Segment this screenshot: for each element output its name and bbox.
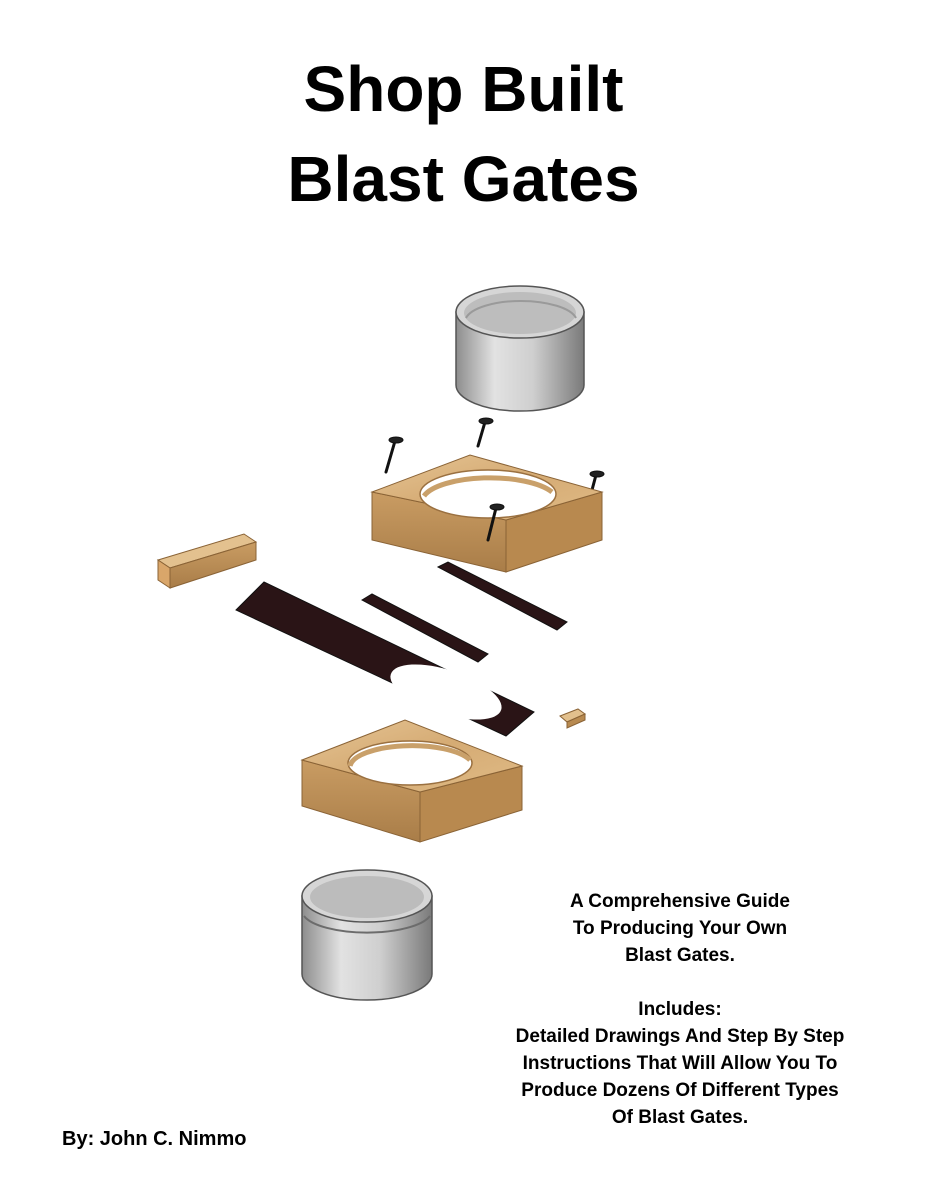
desc-line-4: Includes: <box>638 999 722 1020</box>
gate-rail-lower <box>360 593 489 663</box>
wood-stop-block <box>156 533 258 589</box>
desc-line-5: Detailed Drawings And Step By Step <box>515 1026 845 1047</box>
bottom-wood-frame <box>300 719 524 843</box>
author-credit: By: John C. Nimmo <box>62 1128 247 1150</box>
screw <box>476 417 494 448</box>
desc-line-2: To Producing Your Own <box>572 918 788 939</box>
bottom-pipe <box>301 869 433 1001</box>
small-dowel <box>559 708 587 729</box>
cover-title: Shop Built Blast Gates <box>0 44 927 224</box>
desc-line-1: A Comprehensive Guide <box>570 891 790 912</box>
title-line-1: Shop Built <box>303 53 624 125</box>
desc-spacer <box>430 969 927 996</box>
top-wood-frame <box>370 454 604 573</box>
desc-line-6: Instructions That Will Allow You To <box>522 1053 838 1074</box>
gate-rail-upper <box>436 561 568 631</box>
screw <box>486 503 505 542</box>
top-pipe <box>455 285 585 412</box>
screw <box>384 436 404 474</box>
desc-line-8: Of Blast Gates. <box>611 1107 749 1128</box>
gate-plate <box>235 581 535 737</box>
desc-line-7: Produce Dozens Of Different Types <box>521 1080 839 1101</box>
title-line-2: Blast Gates <box>287 143 640 215</box>
desc-line-3: Blast Gates. <box>625 945 735 966</box>
cover-description: A Comprehensive Guide To Producing Your … <box>430 888 927 1131</box>
